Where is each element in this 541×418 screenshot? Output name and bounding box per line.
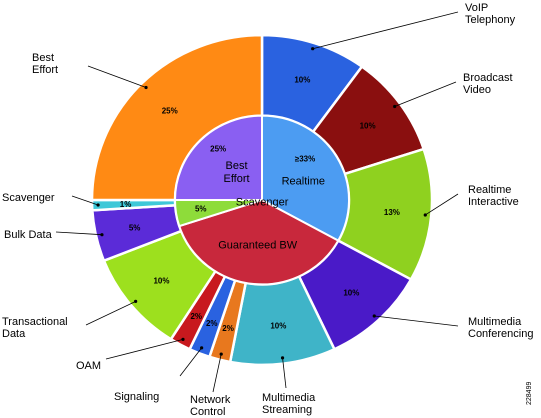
outer-label-broadcast-video-line-1: Broadcast [463,72,513,84]
inner-label-best-effort-line-1: Best [226,160,248,172]
outer-label-multimedia-conferencing-line-1: Multimedia [468,316,522,328]
leader-realtime-interactive [425,193,459,216]
leader-bulk-data [55,231,102,236]
leader-best-effort [87,65,147,88]
leader-dot-multimedia-conferencing [372,314,376,318]
inner-ring [173,114,350,286]
outer-label-realtime-interactive-line-2: Interactive [468,196,519,208]
inner-pct-best-effort: 25% [210,144,226,153]
outer-pct-voip-telephony: 10% [294,76,310,85]
leader-broadcast-video [394,81,457,107]
leader-multimedia-streaming [282,357,287,389]
outer-label-transactional-data-line-1: Transactional [2,316,68,328]
leader-dot-multimedia-streaming [280,356,285,360]
outer-label-signaling: Signaling [114,391,159,403]
leader-dot-voip-telephony [311,47,315,51]
outer-label-broadcast-video-line-2: Video [463,84,491,96]
outer-label-scavenger: Scavenger [2,192,55,204]
inner-slice-best-effort [173,114,263,201]
outer-label-transactional-data-line-2: Data [2,328,26,340]
leader-dot-best-effort [144,85,148,90]
outer-pct-multimedia-conferencing: 10% [343,288,359,297]
leader-multimedia-conferencing [374,315,459,327]
leader-dot-signaling [200,346,204,350]
inner-slice-realtime [261,114,350,242]
leader-dot-realtime-interactive [423,213,427,217]
outer-label-bulk-data: Bulk Data [4,229,53,241]
leader-dot-network-control [219,352,223,356]
figure-id: 228499 [526,382,533,405]
leader-transactional-data [85,301,136,326]
inner-slice-guaranteed-bw [177,198,340,286]
outer-pct-multimedia-streaming: 10% [270,322,286,331]
leader-dot-bulk-data [100,233,104,237]
outer-label-multimedia-streaming-line-1: Multimedia [262,392,316,404]
leader-lines [55,11,459,393]
outer-pct-transactional-data: 10% [153,277,169,286]
percent-labels: 10% 10% 13% 10% 10% 2% 2% 2% 10% 5% 1% 25% [120,76,400,334]
outer-label-multimedia-conferencing-line-2: Conferencing [468,328,533,340]
inner-label-best-effort-line-2: Effort [223,173,249,185]
outer-labels: VoIPTelephonyBroadcastVideoRealtimeInter… [2,2,533,418]
outer-label-network-control-line-1: Network [190,394,231,406]
outer-pct-realtime-interactive: 13% [384,208,400,217]
inner-label-guaranteed-bw: Guaranteed BW [218,239,297,251]
leader-oam [105,339,184,360]
outer-label-realtime-interactive-line-1: Realtime [468,184,511,196]
outer-label-best-effort-line-2: Effort [32,64,58,76]
outer-label-oam: OAM [76,360,101,372]
inner-pct-realtime: ≥33% [295,154,315,163]
outer-ring [90,33,434,367]
outer-label-network-control-line-2: Control [190,406,225,418]
leader-signaling [179,347,202,377]
inner-label-realtime: Realtime [282,175,325,187]
inner-label-scavenger: Scavenger [236,197,289,209]
leader-dot-transactional-data [134,299,138,304]
outer-pct-bulk-data: 5% [129,224,141,233]
leader-network-control [212,353,222,393]
outer-pct-network-control: 2% [222,324,234,333]
outer-label-best-effort-line-1: Best [32,52,54,64]
leader-dot-broadcast-video [393,104,397,109]
outer-label-voip-telephony-line-1: VoIP [465,2,488,14]
inner-pct-scavenger: 5% [195,204,207,213]
leader-scavenger [71,195,99,206]
leader-dot-scavenger [96,203,100,207]
outer-pct-scavenger: 1% [120,200,132,209]
outer-pct-broadcast-video: 10% [360,122,376,131]
outer-label-multimedia-streaming-line-2: Streaming [262,404,312,416]
outer-pct-signaling: 2% [206,319,218,328]
outer-pct-oam: 2% [190,312,202,321]
leader-dot-oam [181,337,185,342]
leader-voip-telephony [312,11,459,50]
outer-label-voip-telephony-line-2: Telephony [465,14,516,26]
outer-pct-best-effort: 25% [162,106,178,115]
